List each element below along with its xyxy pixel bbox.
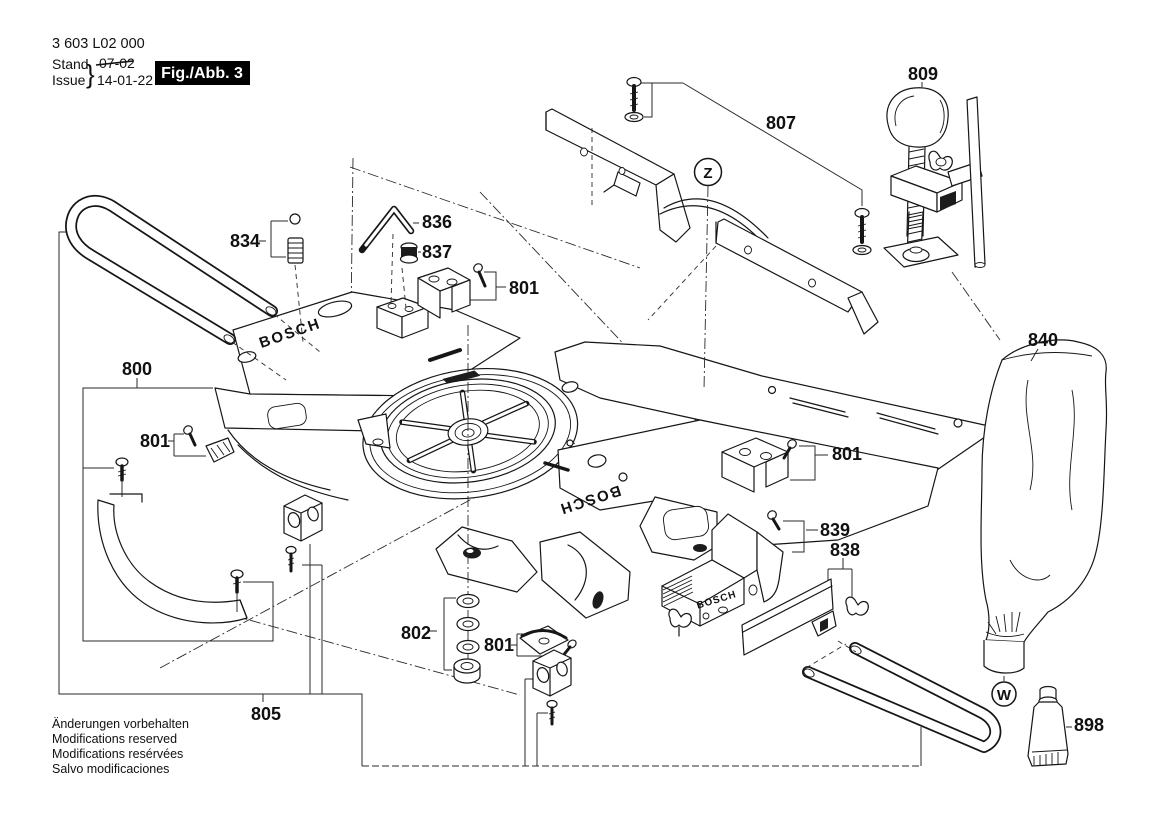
clamp-right xyxy=(721,437,828,493)
stand-label: Stand xyxy=(52,56,89,72)
issue-value: 14-01-22 xyxy=(97,72,153,88)
callout-802: 802 xyxy=(401,623,431,643)
figure-tag: Fig./Abb. 3 xyxy=(161,65,243,82)
callout-839: 839 xyxy=(820,520,850,540)
footer-line-es: Salvo modificaciones xyxy=(52,762,169,776)
clamp-bottom xyxy=(511,625,577,659)
callout-840: 840 xyxy=(1028,330,1058,350)
fence-bracket-839: BOSCH xyxy=(661,510,818,637)
callout-801-left: 801 xyxy=(140,431,170,451)
callout-labels: 800 801 801 801 801 802 805 807 809 834 … xyxy=(122,64,1104,735)
callout-836: 836 xyxy=(422,212,452,232)
detent-ball-spring xyxy=(259,213,304,343)
clamp-top xyxy=(417,263,506,319)
callout-838: 838 xyxy=(830,540,860,560)
callout-805: 805 xyxy=(251,704,281,724)
support-bar-right xyxy=(802,642,1002,753)
scale-arc-cover xyxy=(97,457,248,624)
turntable xyxy=(362,367,579,500)
support-bar-left xyxy=(65,195,321,381)
detail-marker-w: W xyxy=(991,681,1017,707)
part-number: 3 603 L02 000 xyxy=(52,36,145,52)
footer-line-de: Änderungen vorbehalten xyxy=(52,717,189,731)
footer-line-en: Modifications reserved xyxy=(52,732,177,746)
callout-809: 809 xyxy=(908,64,938,84)
callout-800: 800 xyxy=(122,359,152,379)
grommet xyxy=(390,233,421,309)
bar-clamp-bracket-bottom xyxy=(532,649,572,726)
strikethrough xyxy=(95,60,134,66)
fence-807 xyxy=(545,76,879,335)
dust-bag-840 xyxy=(980,339,1108,681)
callout-898: 898 xyxy=(1074,715,1104,735)
callout-837: 837 xyxy=(422,242,452,262)
turntable-spokes xyxy=(399,389,537,474)
callout-801-bottom: 801 xyxy=(484,635,514,655)
callout-801-right: 801 xyxy=(832,444,862,464)
callout-807: 807 xyxy=(766,113,796,133)
callout-bracket-805 xyxy=(58,231,922,767)
detail-marker-z-label: Z xyxy=(703,165,712,182)
hex-key xyxy=(358,205,419,254)
base-casting: BOSCH BOSCH xyxy=(214,291,999,619)
title-block: 3 603 L02 000 Stand Issue } 07-02 14-01-… xyxy=(52,36,250,89)
washer-stack xyxy=(429,593,481,684)
detail-marker-z: Z xyxy=(693,157,723,391)
grease-tube-898 xyxy=(1027,685,1072,767)
callout-834: 834 xyxy=(230,231,260,251)
bar-clamp-bracket-left xyxy=(283,494,323,573)
callout-801-top: 801 xyxy=(509,278,539,298)
footer-notes: Änderungen vorbehalten Modifications res… xyxy=(52,717,189,776)
slide-plate-838 xyxy=(741,558,869,656)
figure-tag-box xyxy=(155,61,250,85)
brace: } xyxy=(86,59,95,89)
work-clamp-809 xyxy=(883,82,986,268)
issue-label: Issue xyxy=(52,72,86,88)
detail-marker-w-label: W xyxy=(997,687,1012,704)
callout-bracket-800 xyxy=(82,378,274,642)
clamp-left xyxy=(168,425,235,463)
footer-line-fr: Modifications resérvées xyxy=(52,747,183,761)
